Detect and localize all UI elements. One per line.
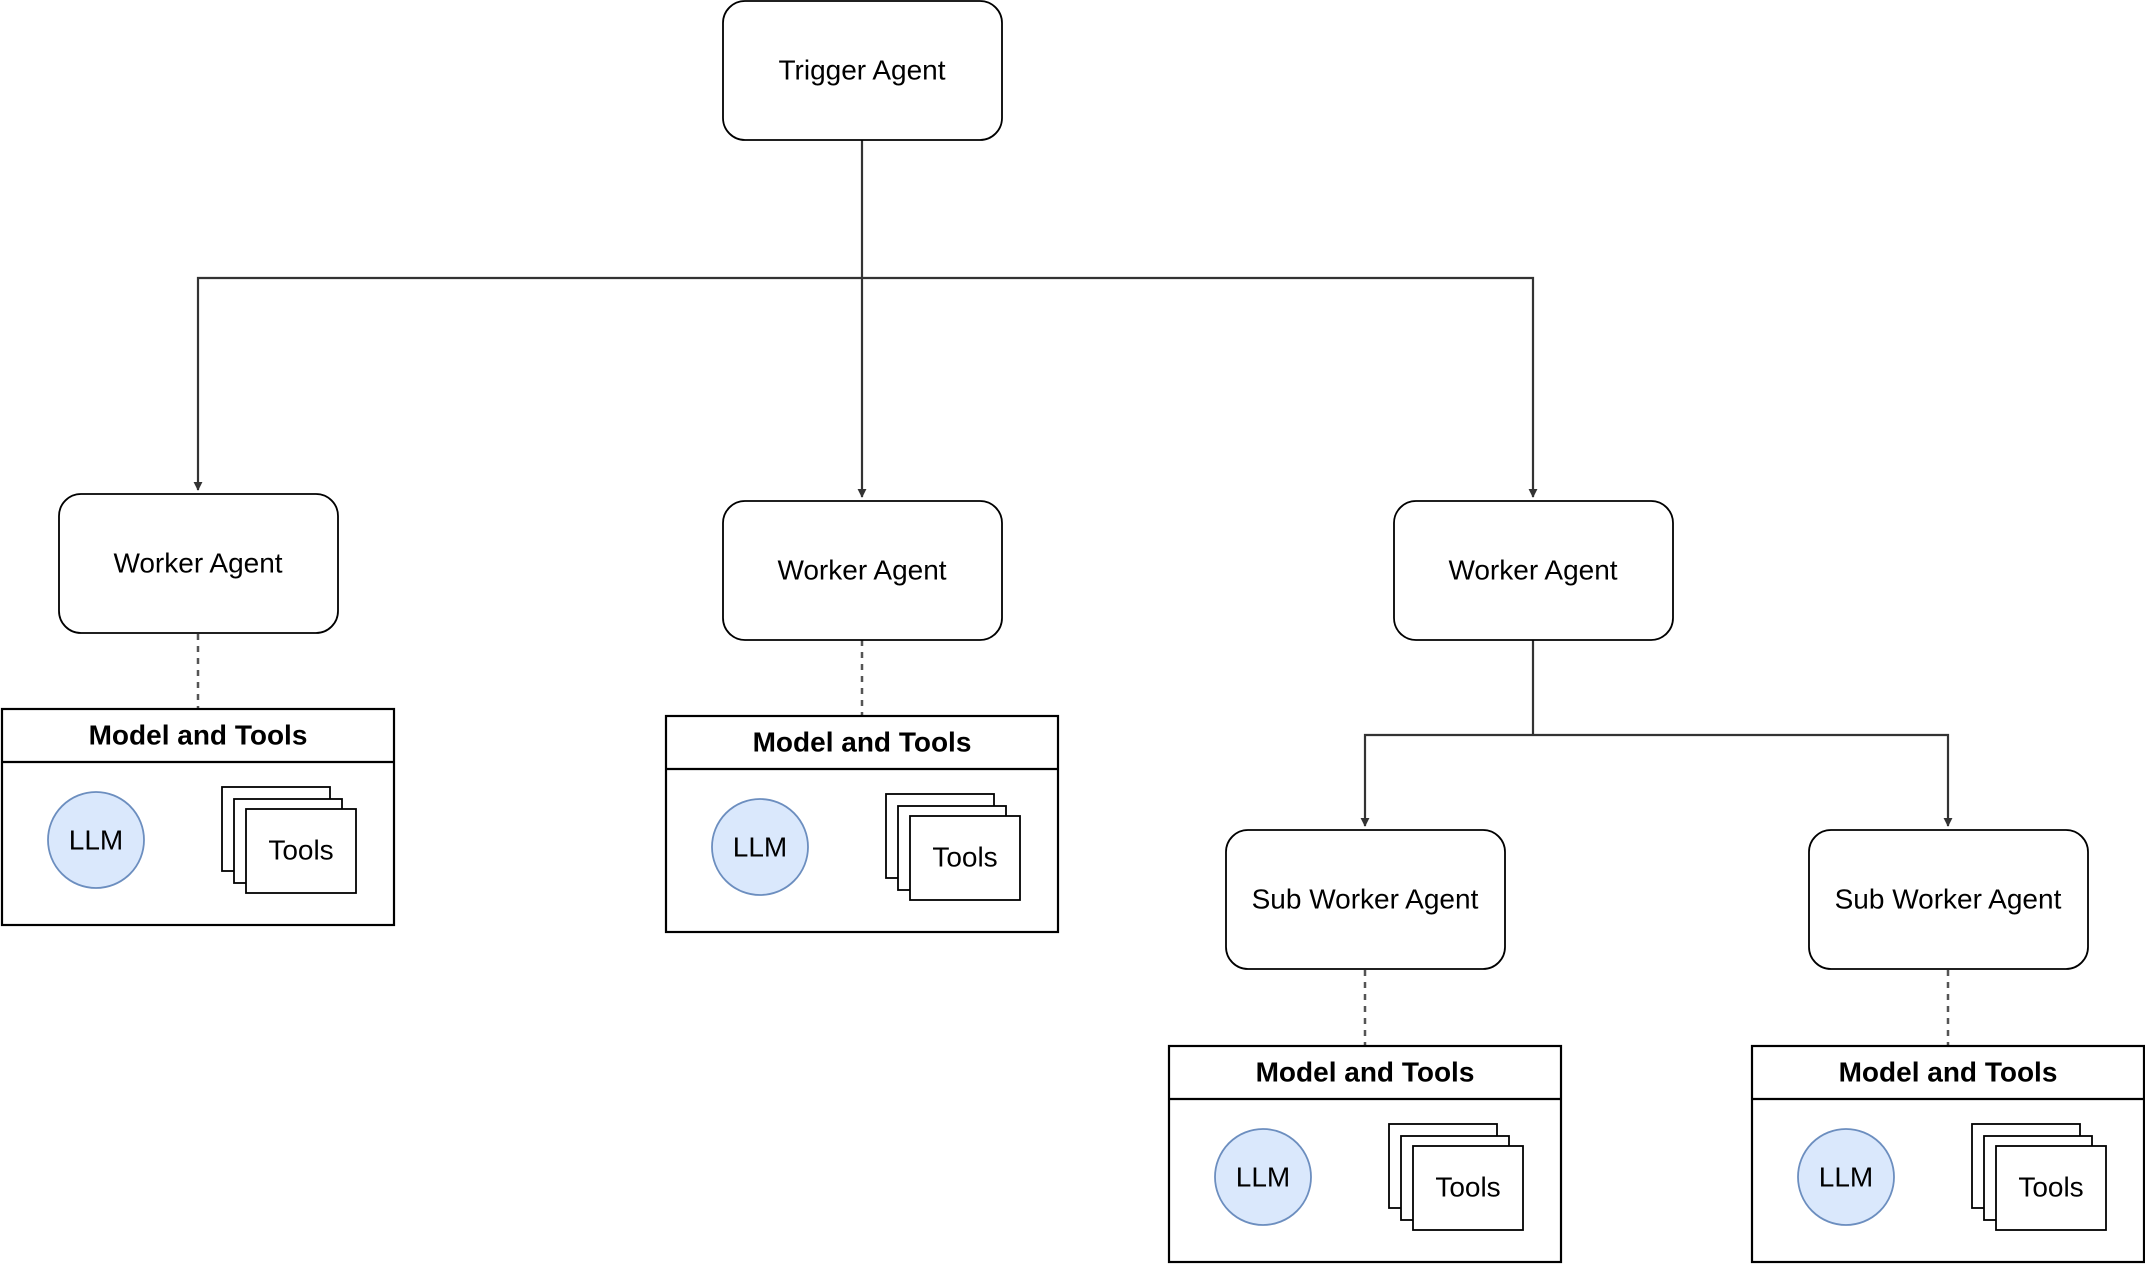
tools-stack-icon-3[interactable]: Tools: [1388, 1123, 1524, 1231]
tools-stack-icon-2[interactable]: Tools: [885, 793, 1021, 901]
edge-trigger-worker-3: [862, 276, 1538, 498]
edge-trigger-worker-1: [193, 276, 862, 491]
llm-node-1[interactable]: LLM: [47, 791, 145, 889]
dashed-connectors: [196, 634, 1950, 1045]
tools-stack-icon-4[interactable]: Tools: [1971, 1123, 2107, 1231]
model-tools-title-4: Model and Tools: [1839, 1056, 2058, 1087]
edges-worker-to-subworkers: [1360, 640, 1953, 827]
llm-label-4: LLM: [1819, 1161, 1873, 1192]
llm-node-2[interactable]: LLM: [711, 798, 809, 896]
llm-label-2: LLM: [733, 831, 787, 862]
model-tools-title-1: Model and Tools: [89, 719, 308, 750]
model-tools-title-3: Model and Tools: [1256, 1056, 1475, 1087]
tools-label-2: Tools: [932, 841, 997, 872]
sub-worker-agent-label-2: Sub Worker Agent: [1835, 883, 2062, 914]
tools-label-1: Tools: [268, 834, 333, 865]
sub-worker-agent-node-2[interactable]: Sub Worker Agent: [1808, 829, 2089, 970]
model-tools-title-2: Model and Tools: [753, 726, 972, 757]
worker-agent-label-1: Worker Agent: [113, 547, 282, 578]
edges-trigger-to-workers: [193, 140, 1538, 498]
trigger-agent-node[interactable]: Trigger Agent: [722, 0, 1003, 141]
llm-node-4[interactable]: LLM: [1797, 1128, 1895, 1226]
model-tools-box-1[interactable]: Model and Tools LLM Tools: [0, 707, 396, 927]
worker-agent-node-2[interactable]: Worker Agent: [722, 500, 1003, 641]
tools-stack-icon-1[interactable]: Tools: [221, 786, 357, 894]
llm-node-3[interactable]: LLM: [1214, 1128, 1312, 1226]
sub-worker-agent-node-1[interactable]: Sub Worker Agent: [1225, 829, 1506, 970]
tools-label-3: Tools: [1435, 1171, 1500, 1202]
model-tools-box-3[interactable]: Model and Tools LLM Tools: [1167, 1044, 1563, 1264]
edge-worker-3-sub-2: [1533, 733, 1953, 827]
model-tools-box-4[interactable]: Model and Tools LLM Tools: [1750, 1044, 2145, 1264]
edge-worker-3-sub-1: [1360, 733, 1533, 827]
trigger-agent-label: Trigger Agent: [778, 54, 945, 85]
tools-label-4: Tools: [2018, 1171, 2083, 1202]
llm-label-1: LLM: [69, 824, 123, 855]
sub-worker-agent-label-1: Sub Worker Agent: [1252, 883, 1479, 914]
llm-label-3: LLM: [1236, 1161, 1290, 1192]
worker-agent-node-3[interactable]: Worker Agent: [1393, 500, 1674, 641]
model-tools-box-2[interactable]: Model and Tools LLM Tools: [664, 714, 1060, 934]
worker-agent-node-1[interactable]: Worker Agent: [58, 493, 339, 634]
worker-agent-label-3: Worker Agent: [1448, 554, 1617, 585]
worker-agent-label-2: Worker Agent: [777, 554, 946, 585]
